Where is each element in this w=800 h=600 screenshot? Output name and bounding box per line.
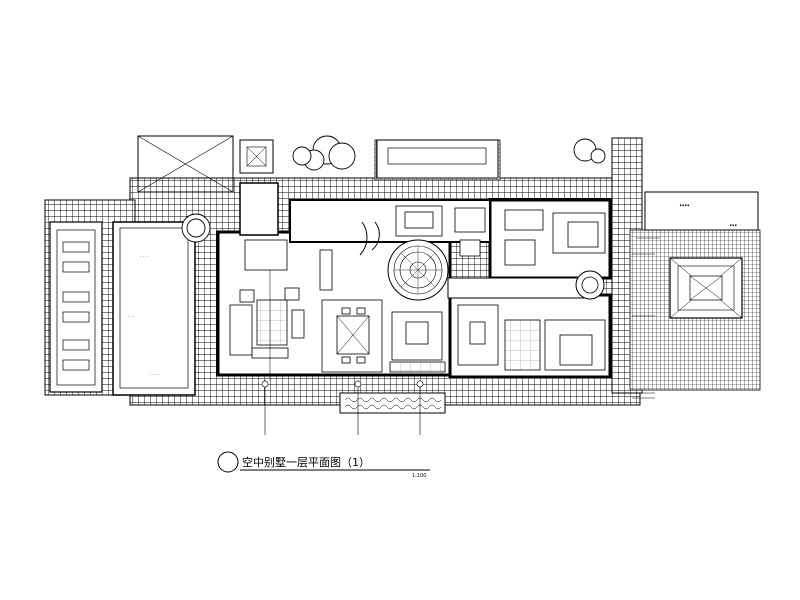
drawing-title: 空中别墅一层平面图（1）	[242, 455, 370, 469]
corridor	[447, 277, 591, 299]
dining-room	[319, 249, 383, 373]
master-bedroom	[504, 209, 606, 300]
annotation-tags	[632, 237, 660, 399]
svg-text:· · ·: · · ·	[730, 223, 736, 228]
roof-void	[137, 135, 274, 193]
title-marker-circle	[217, 451, 239, 473]
svg-text:· · · ·: · · · ·	[140, 254, 149, 259]
planter-box	[376, 139, 499, 179]
planting-strip	[339, 392, 446, 414]
svg-text:· · · ·: · · · ·	[150, 372, 159, 377]
guest-bedroom	[457, 304, 606, 371]
svg-text:· · · ·: · · · ·	[680, 203, 689, 208]
drawing-title-block: 空中别墅一层平面图（1） 1:100	[217, 451, 430, 479]
kitchen	[395, 205, 486, 257]
svg-text:· · ·: · · ·	[128, 314, 134, 319]
pool-deck: · · · · · · · · · · ·	[49, 221, 196, 396]
study-room	[389, 311, 446, 373]
drawing-scale: 1:100	[412, 473, 426, 479]
leader-lines	[261, 380, 424, 435]
tree-symbols	[181, 135, 606, 243]
spiral-stair	[359, 221, 449, 301]
living-room	[229, 239, 305, 380]
east-pavilion: · · · · · · ·	[644, 191, 759, 319]
